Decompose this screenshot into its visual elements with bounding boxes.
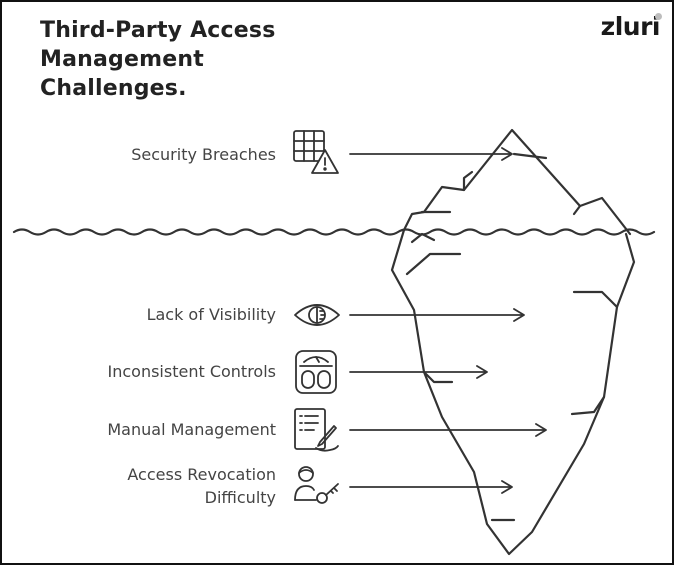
iceberg-tip: [402, 128, 632, 236]
iceberg-crack-2: [572, 290, 619, 309]
arrow-manual-management: [349, 423, 547, 437]
grid-warning-icon: [293, 130, 339, 174]
arrow-inconsistent-controls: [349, 365, 488, 379]
iceberg-tip-crack-1: [462, 170, 474, 192]
arrow-security-breaches: [349, 147, 513, 161]
label-lack-of-visibility: Lack of Visibility: [146, 305, 276, 324]
clipboard-pen-icon: [294, 408, 339, 452]
iceberg-body: [390, 228, 636, 556]
title-line-2: Management: [40, 47, 204, 72]
iceberg-crack-3: [422, 370, 454, 384]
control-panel-icon: [295, 350, 337, 394]
arrow-lack-of-visibility: [349, 308, 525, 322]
zluri-logo: zluri: [600, 12, 662, 41]
waterline-crack: [410, 232, 436, 244]
eye-icon: [294, 304, 340, 326]
iceberg-tip-crack-3: [512, 152, 548, 160]
iceberg-crack-1: [405, 252, 462, 276]
label-manual-management: Manual Management: [107, 420, 276, 439]
iceberg-crack-4: [570, 395, 606, 416]
label-inconsistent-controls: Inconsistent Controls: [107, 362, 277, 381]
title-line-1: Third-Party Access: [40, 18, 276, 43]
iceberg-tip-crack-4: [572, 204, 582, 216]
logo-text: zluri: [600, 12, 661, 41]
user-key-icon: [294, 466, 339, 504]
label-access-revocation-line-2: Difficulty: [204, 488, 276, 507]
label-access-revocation-line-1: Access Revocation: [127, 465, 276, 484]
waterline: [12, 228, 656, 236]
arrow-access-revocation: [349, 480, 513, 494]
title-line-3: Challenges.: [40, 76, 187, 101]
logo-dot: [655, 13, 662, 20]
label-security-breaches: Security Breaches: [131, 145, 276, 164]
